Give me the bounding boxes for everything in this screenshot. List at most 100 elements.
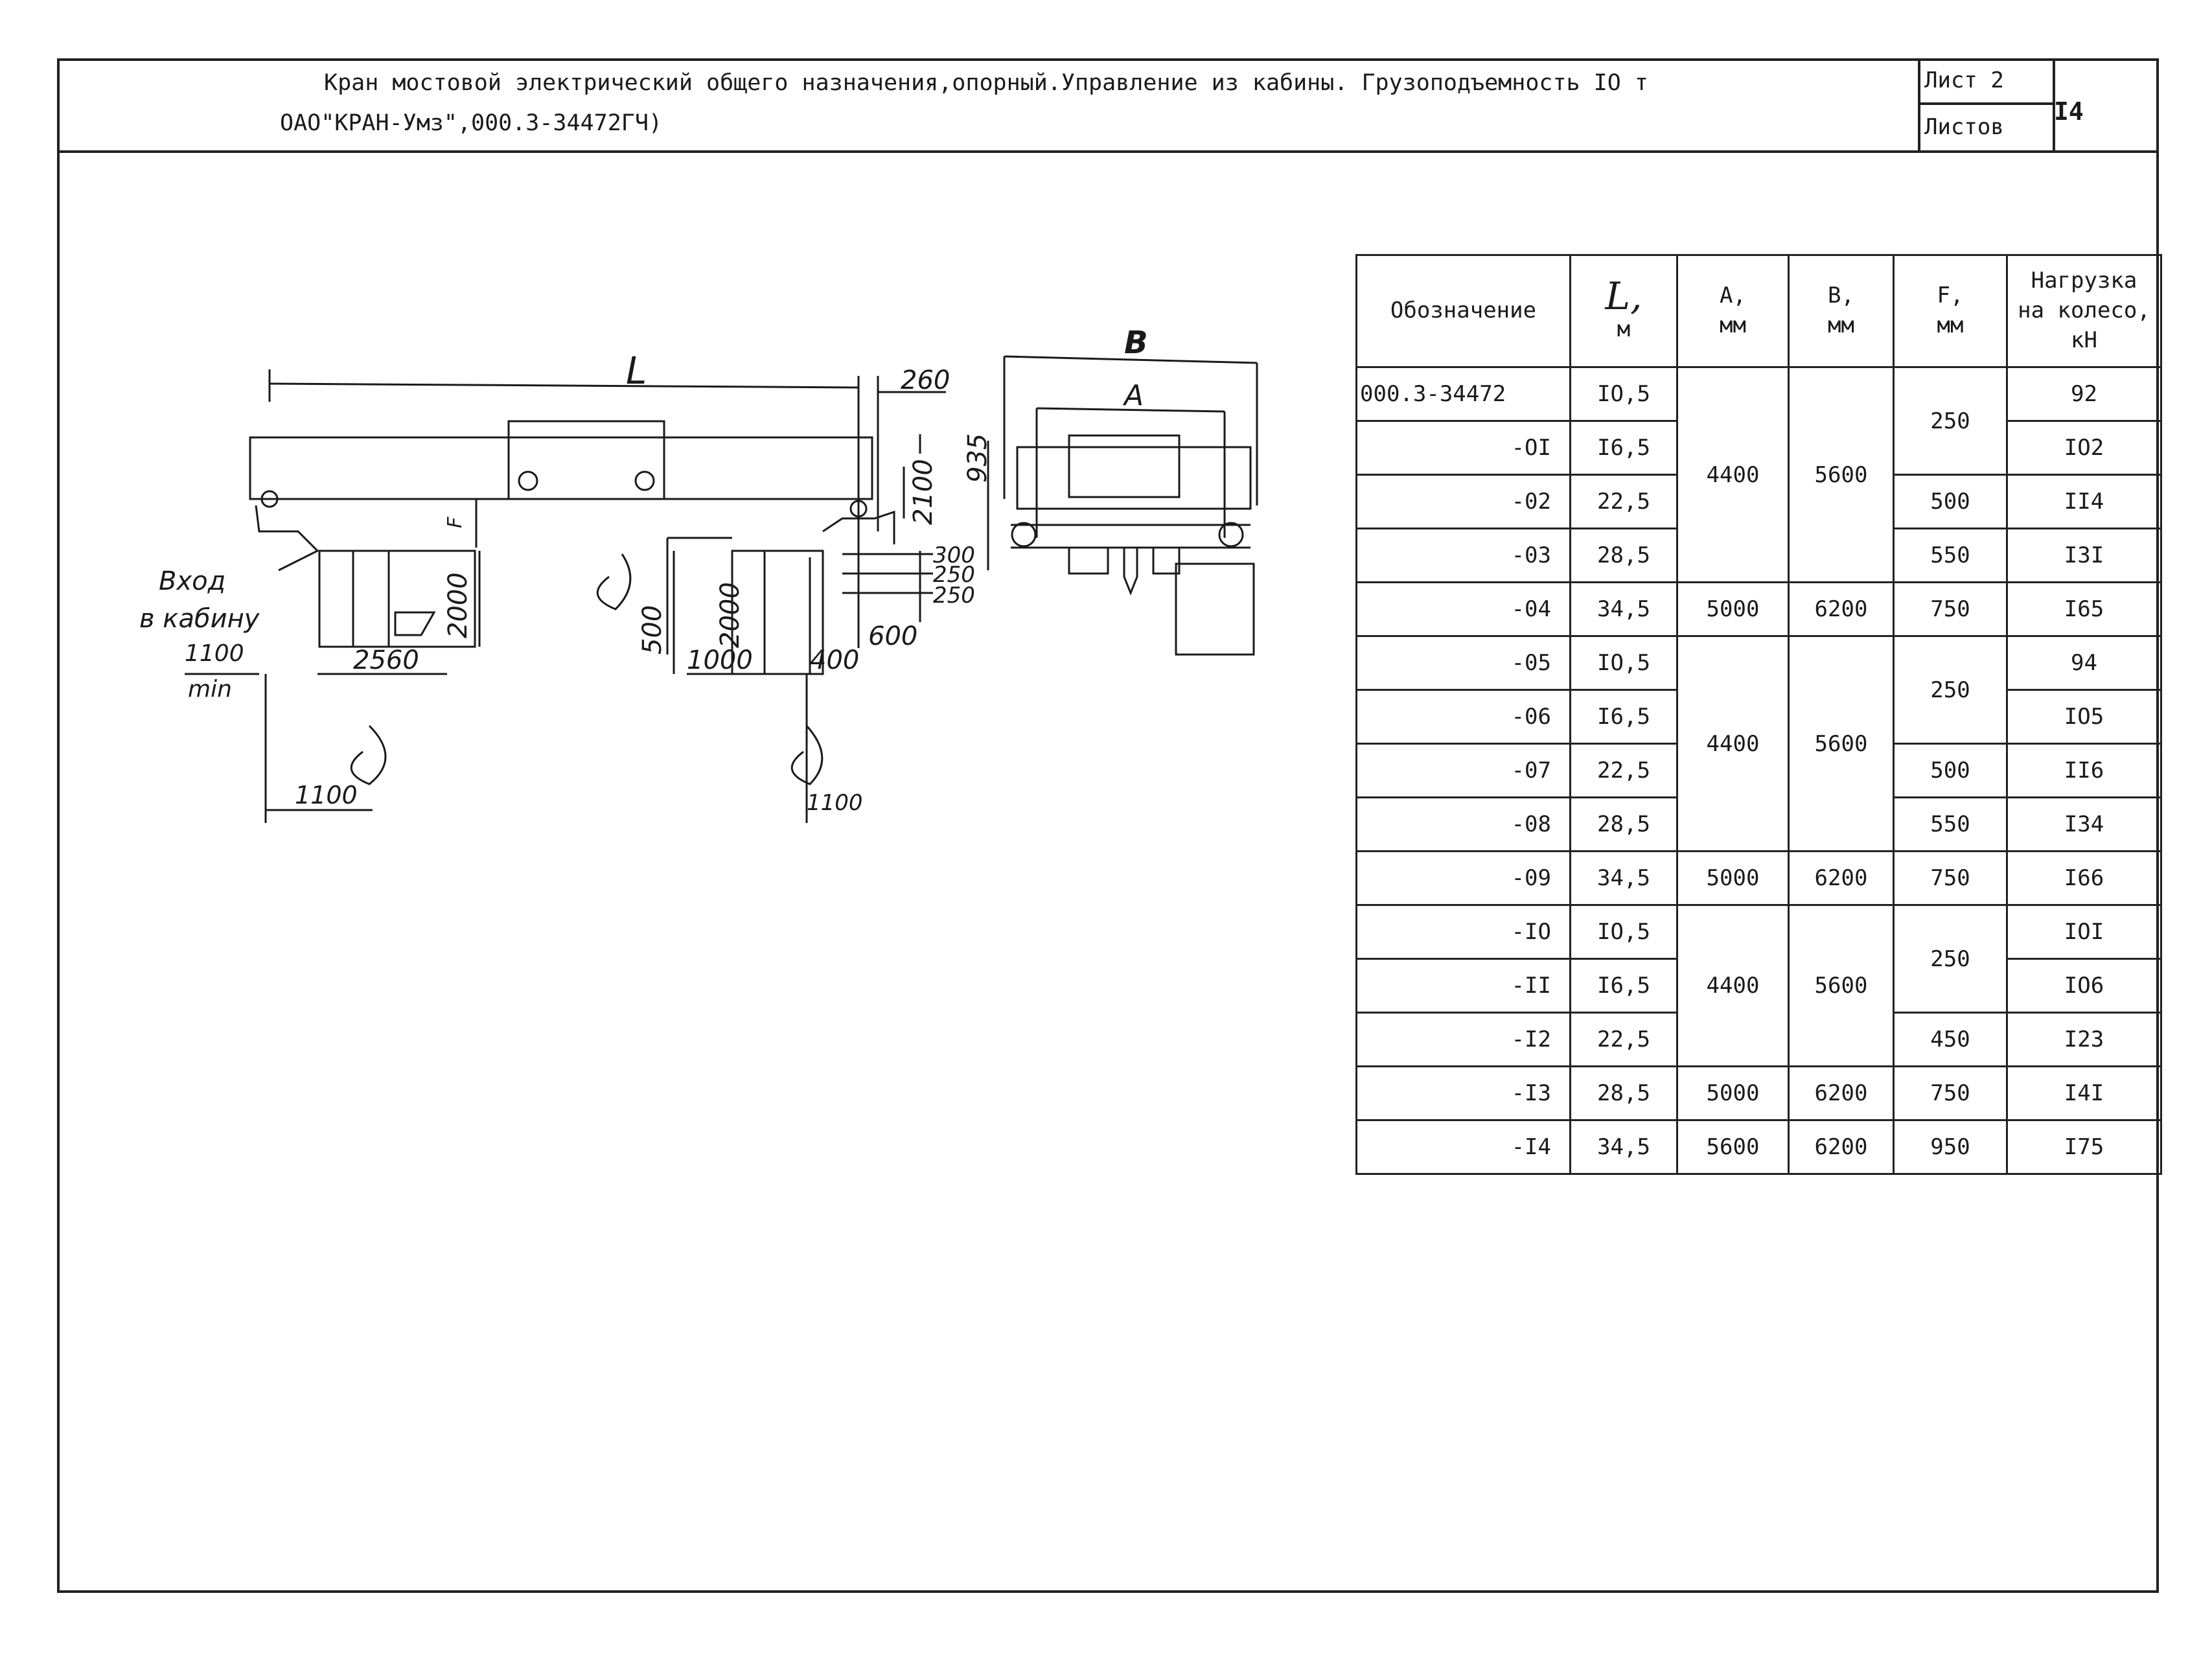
header-load-1: Нагрузка: [2031, 268, 2137, 294]
cell-L: 22,5: [1569, 743, 1678, 798]
cell-A: 5000: [1676, 850, 1790, 906]
stamp-divider-mid: [1918, 102, 2053, 105]
cell-load: 92: [2006, 366, 2162, 422]
cell-L: 34,5: [1569, 581, 1678, 637]
cell-load: I65: [2006, 581, 2162, 637]
cell-F: 750: [1893, 1065, 2008, 1121]
cell-L: 28,5: [1569, 528, 1678, 583]
cell-L: 34,5: [1569, 1119, 1678, 1175]
dim-260-label: 260: [901, 365, 950, 395]
sheets-label: Листов: [1924, 114, 2004, 140]
side-girder: [1016, 446, 1252, 510]
bridge-girder: [249, 436, 873, 500]
cell-A: 5000: [1676, 581, 1790, 637]
end-carriage-left: [255, 505, 319, 572]
cell-load: IOI: [2006, 904, 2162, 960]
dim-line: [1036, 407, 1225, 413]
cell-designation: -07: [1355, 743, 1571, 798]
cell-designation: -IO: [1355, 904, 1571, 960]
cabin-left: [318, 550, 476, 648]
cell-designation: -I3: [1355, 1065, 1571, 1121]
side-hook: [1123, 548, 1138, 596]
cell-designation: -I2: [1355, 1012, 1571, 1067]
cell-L: 28,5: [1569, 796, 1678, 852]
cell-A: 4400: [1676, 366, 1790, 583]
header-load: Нагрузка на колесо, кН: [2006, 254, 2162, 368]
cell-F: 250: [1893, 366, 2008, 476]
table-header-row: Обозначение L, м A, мм B, мм F, мм Нагру…: [1355, 254, 2162, 368]
hook-clearance-right: [790, 725, 824, 785]
cell-F: 750: [1893, 581, 2008, 637]
cell-F: 500: [1893, 743, 2008, 798]
cell-load: IO5: [2006, 689, 2162, 745]
header-F: F, мм: [1893, 254, 2008, 368]
cell-F: 250: [1893, 635, 2008, 745]
cell-F: 500: [1893, 474, 2008, 529]
cell-F: 450: [1893, 1012, 2008, 1067]
table-row: -IO IO,5 4400 5600 250 IOI: [1355, 904, 2162, 1067]
cell-load: I75: [2006, 1119, 2162, 1175]
header-B: B, мм: [1788, 254, 1895, 368]
cell-L: I6,5: [1569, 958, 1678, 1014]
cell-B: 6200: [1788, 581, 1895, 637]
cell-load: 94: [2006, 635, 2162, 691]
header-B-symbol: B,: [1828, 283, 1854, 309]
header-L-unit: м: [1617, 316, 1631, 343]
sheet-label: Лист 2: [1924, 67, 2004, 93]
table-row: -06 I6,5 IO5: [1355, 689, 2162, 745]
trolley: [507, 420, 665, 500]
cell-L: 34,5: [1569, 850, 1678, 906]
cell-designation: -OI: [1355, 420, 1571, 476]
cabin-window: [394, 611, 436, 636]
dim-2000b-label: 2000: [715, 582, 745, 648]
dim-600-label: 600: [868, 621, 917, 651]
header-load-3: кН: [2071, 327, 2097, 353]
side-cabin: [1175, 562, 1255, 656]
dim-250a-label: 250: [933, 562, 975, 588]
cell-B: 6200: [1788, 1065, 1895, 1121]
cell-load: I34: [2006, 796, 2162, 852]
side-trolley: [1068, 434, 1181, 498]
dim-935-label: 935: [963, 434, 993, 483]
cell-load: I23: [2006, 1012, 2162, 1067]
cell-L: I6,5: [1569, 420, 1678, 476]
dim-2000a-label: 2000: [443, 572, 473, 638]
cell-load: IO6: [2006, 958, 2162, 1014]
page-number: I4: [2054, 97, 2084, 126]
dim-B-label: B: [1124, 325, 1148, 361]
dim-line: [1004, 355, 1258, 364]
header-L: L, м: [1569, 254, 1678, 368]
table-row: -OI I6,5 IO2: [1355, 420, 2162, 476]
table-row: -I3 28,5 5000 6200 750 I4I: [1355, 1065, 2162, 1121]
cabin-right: [731, 550, 824, 675]
cell-L: IO,5: [1569, 366, 1678, 422]
header-A: A, мм: [1676, 254, 1790, 368]
cell-designation: -08: [1355, 796, 1571, 852]
dim-1100-right-label: 1100: [807, 790, 863, 816]
header-F-unit: мм: [1937, 312, 1964, 338]
dim-500-label: 500: [638, 605, 667, 655]
cell-designation: 000.3-34472: [1355, 366, 1571, 422]
cell-B: 6200: [1788, 850, 1895, 906]
dim-1100-left-label: 1100: [295, 781, 358, 809]
table-row: -I4 34,5 5600 6200 950 I75: [1355, 1119, 2162, 1175]
side-wheel-right: [1218, 522, 1244, 548]
header-load-2: на колесо,: [2018, 297, 2150, 324]
wheel-circle: [849, 500, 868, 518]
wheel-circle: [518, 470, 538, 491]
document-title: Кран мостовой электрический общего назна…: [324, 70, 1648, 96]
cell-L: 28,5: [1569, 1065, 1678, 1121]
dim-2100-label: 2100: [908, 459, 938, 525]
dim-F-label: F: [444, 516, 467, 528]
dim-300-label: 300: [933, 542, 975, 568]
table-row: -03 28,5 550 I3I: [1355, 528, 2162, 583]
cell-L: 22,5: [1569, 1012, 1678, 1067]
cell-designation: -03: [1355, 528, 1571, 583]
cell-F: 250: [1893, 904, 2008, 1014]
cell-B: 5600: [1788, 635, 1895, 852]
min-label: min: [188, 676, 232, 702]
header-designation: Обозначение: [1355, 254, 1571, 368]
dim-250b-label: 250: [933, 583, 975, 609]
dim-line: [269, 382, 859, 389]
